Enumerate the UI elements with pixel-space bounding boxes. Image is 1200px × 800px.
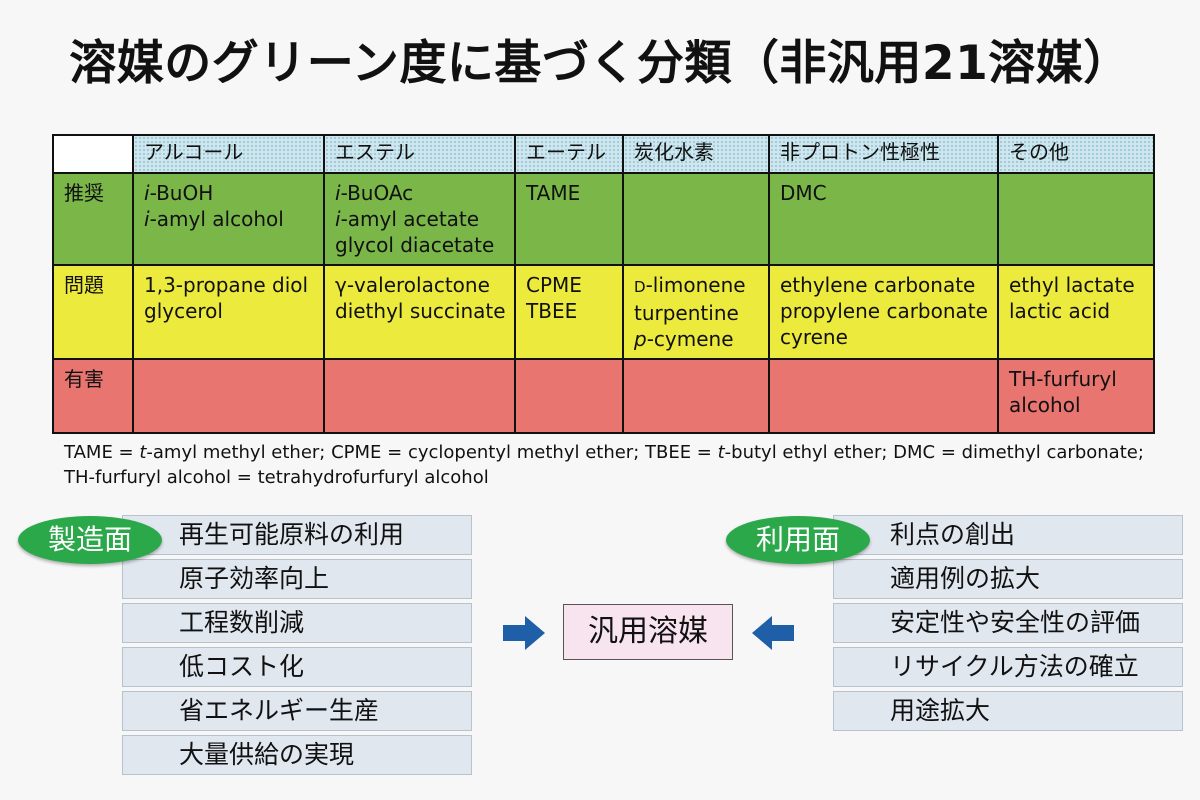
usage-label: 利用面 [726,516,870,564]
list-item: 原子効率向上 [122,559,472,599]
solvent-name: turpentine [634,301,739,325]
arrow-right-icon [503,616,545,650]
solvent-name: i-amyl alcohol [144,207,284,231]
solvent-name: DMC [780,181,827,205]
table-cell [622,172,770,266]
list-item: 安定性や安全性の評価 [833,603,1183,643]
solvent-name: i-amyl acetate [335,207,480,231]
corner-cell [52,134,134,174]
solvent-name: 1,3-propane diol [144,273,309,297]
table-row-recommended: 推奨 i-BuOH i-amyl alcohol i-BuOAc i-amyl … [52,172,1155,266]
general-solvent-box: 汎用溶媒 [563,604,733,660]
table-cell [323,358,516,434]
manufacturing-label: 製造面 [18,516,162,564]
solvent-name: lactic acid [1009,299,1111,323]
table-cell: ethyl lactate lactic acid [997,264,1155,360]
solvent-name: propylene carbonate [780,299,988,323]
column-header: エステル [323,134,516,174]
table-cell: γ-valerolactone diethyl succinate [323,264,516,360]
solvent-name: ethylene carbonate [780,273,976,297]
table-cell: CPME TBEE [514,264,624,360]
solvent-name: p-cymene [634,327,734,351]
list-item: 低コスト化 [122,647,472,687]
solvent-name: cyrene [780,325,848,349]
table-row-hazardous: 有害 TH-furfuryl alcohol [52,358,1155,434]
table-cell [622,358,770,434]
solvent-name: γ-valerolactone [335,273,490,297]
abbreviation-footnote: TAME = t-amyl methyl ether; CPME = cyclo… [64,442,1144,488]
column-header: エーテル [514,134,624,174]
table-cell: 1,3-propane diol glycerol [132,264,325,360]
list-item: 利点の創出 [833,515,1183,555]
arrow-left-icon [752,616,794,650]
solvent-table: アルコール エステル エーテル 炭化水素 非プロトン性極性 その他 推奨 i-B… [52,134,1155,434]
table-header-row: アルコール エステル エーテル 炭化水素 非プロトン性極性 その他 [52,134,1155,174]
table-cell: i-BuOAc i-amyl acetate glycol diacetate [323,172,516,266]
manufacturing-panel: 再生可能原料の利用 原子効率向上 工程数削減 低コスト化 省エネルギー生産 大量… [122,515,472,779]
solvent-name: glycol diacetate [335,233,495,257]
list-item: 大量供給の実現 [122,735,472,775]
table-cell: DMC [768,172,999,266]
solvent-name: i-BuOH [144,181,214,205]
row-label: 問題 [52,264,134,360]
table-cell: ethylene carbonate propylene carbonate c… [768,264,999,360]
table-cell [514,358,624,434]
list-item: 用途拡大 [833,691,1183,731]
row-label: 有害 [52,358,134,434]
table-cell: TH-furfuryl alcohol [997,358,1155,434]
list-item: 適用例の拡大 [833,559,1183,599]
solvent-name: D-limonene [634,273,746,297]
usage-panel: 利点の創出 適用例の拡大 安定性や安全性の評価 リサイクル方法の確立 用途拡大 [833,515,1183,735]
solvent-name: diethyl succinate [335,299,506,323]
solvent-name: glycerol [144,299,223,323]
column-header: 炭化水素 [622,134,770,174]
table-cell: i-BuOH i-amyl alcohol [132,172,325,266]
list-item: 再生可能原料の利用 [122,515,472,555]
list-item: 工程数削減 [122,603,472,643]
table-cell: D-limonene turpentine p-cymene [622,264,770,360]
table-cell [768,358,999,434]
solvent-name: TBEE [526,299,578,323]
list-item: リサイクル方法の確立 [833,647,1183,687]
column-header: その他 [997,134,1155,174]
solvent-name: CPME [526,273,582,297]
column-header: 非プロトン性極性 [768,134,999,174]
table-cell [997,172,1155,266]
solvent-name: alcohol [1009,393,1081,417]
solvent-name: i-BuOAc [335,181,414,205]
table-cell [132,358,325,434]
list-item: 省エネルギー生産 [122,691,472,731]
table-row-problematic: 問題 1,3-propane diol glycerol γ-valerolac… [52,264,1155,360]
table-cell: TAME [514,172,624,266]
page-title: 溶媒のグリーン度に基づく分類（非汎用21溶媒） [69,36,1131,91]
solvent-name: TH-furfuryl [1009,367,1117,391]
solvent-name: ethyl lactate [1009,273,1135,297]
column-header: アルコール [132,134,325,174]
row-label: 推奨 [52,172,134,266]
solvent-name: TAME [526,181,581,205]
